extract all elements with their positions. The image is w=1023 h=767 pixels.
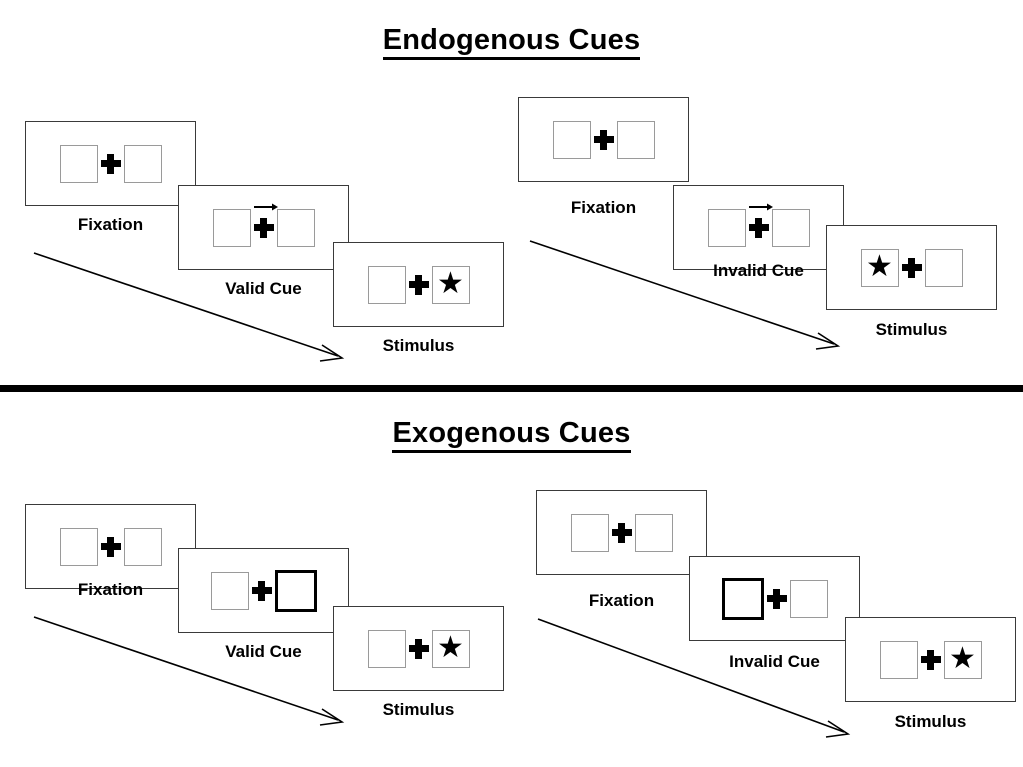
fixation-slot [406,274,432,295]
panel-label-endogenous-valid-cue: Valid Cue [225,279,302,298]
arrow-right-icon [253,203,278,210]
fixation-cross-icon [408,274,429,295]
panel-label-endogenous-invalid-stimulus: Stimulus [875,320,948,339]
fixation-cross-icon [100,536,121,557]
panel-exogenous-invalid-fixation [536,490,707,575]
stim-box-right [789,579,828,618]
panel-label-exogenous-invalid-fixation: Fixation [588,591,655,610]
fixation-slot [918,649,944,670]
stim-box-right: ★ [431,629,470,668]
fixation-slot [609,522,635,543]
fixation-cross-icon [100,153,121,174]
fixation-slot [591,129,617,150]
time-flow-arrow-exogenous-valid [33,616,345,726]
fixation-cross-icon [593,129,614,150]
fixation-slot [764,588,790,609]
panel-label-exogenous-invalid-cue: Invalid Cue [729,652,820,671]
panel-endogenous-valid-stimulus: ★ [333,242,504,327]
panel-endogenous-invalid-cue [673,185,844,270]
target-star-icon: ★ [866,249,893,283]
panel-label-endogenous-invalid-cue: Invalid Cue [713,261,804,280]
panel-exogenous-invalid-stimulus: ★ [845,617,1016,702]
fixation-cross-icon [408,638,429,659]
stim-box-right [123,527,162,566]
fixation-cross-icon [766,588,787,609]
section-title-exogenous: Exogenous Cues [0,417,1023,453]
stim-box-left [212,208,251,247]
section-divider [0,385,1023,392]
fixation-cross-icon [253,217,274,238]
stim-box-right [276,208,315,247]
panel-endogenous-invalid-fixation [518,97,689,182]
panel-endogenous-invalid-stimulus: ★ [826,225,997,310]
panel-exogenous-valid-fixation [25,504,196,589]
fixation-cross-icon [901,257,922,278]
fixation-slot [406,638,432,659]
stim-box-left [367,265,406,304]
fixation-cross-icon [251,580,272,601]
target-star-icon: ★ [949,641,976,675]
fixation-slot [98,536,124,557]
stim-box-right: ★ [943,640,982,679]
panel-label-exogenous-valid-fixation: Fixation [77,580,144,599]
panel-label-endogenous-invalid-fixation: Fixation [570,198,637,217]
stim-box-right [634,513,673,552]
fixation-cross-icon [748,217,769,238]
time-flow-arrow-exogenous-invalid [537,618,851,738]
stim-box-left [210,571,249,610]
fixation-slot [899,257,925,278]
panel-label-endogenous-valid-fixation: Fixation [77,215,144,234]
fixation-cross-icon [611,522,632,543]
stim-box-right [924,248,963,287]
section-title-endogenous: Endogenous Cues [0,24,1023,60]
stim-box-left [707,208,746,247]
target-star-icon: ★ [437,630,464,664]
stim-box-right-cued [274,569,317,612]
panel-endogenous-valid-fixation [25,121,196,206]
section-title-exogenous-text: Exogenous Cues [392,417,631,453]
stim-box-left [367,629,406,668]
stim-box-left [879,640,918,679]
stim-box-left-cued [721,577,764,620]
panel-label-exogenous-valid-cue: Valid Cue [225,642,302,661]
fixation-slot [98,153,124,174]
stim-box-right: ★ [431,265,470,304]
time-flow-arrow-endogenous-invalid [529,240,841,350]
stim-box-left [59,527,98,566]
stim-box-right [616,120,655,159]
stim-box-left [59,144,98,183]
panel-exogenous-invalid-cue [689,556,860,641]
panel-label-exogenous-invalid-stimulus: Stimulus [894,712,967,731]
target-star-icon: ★ [437,266,464,300]
fixation-slot [746,203,773,238]
fixation-slot [251,203,278,238]
stim-box-left [552,120,591,159]
stim-box-left [570,513,609,552]
panel-label-exogenous-valid-stimulus: Stimulus [382,700,455,719]
section-title-endogenous-text: Endogenous Cues [382,24,641,60]
stim-box-right [771,208,810,247]
panel-exogenous-valid-stimulus: ★ [333,606,504,691]
panel-label-endogenous-valid-stimulus: Stimulus [382,336,455,355]
stim-box-left: ★ [860,248,899,287]
arrow-right-icon [748,203,773,210]
panel-endogenous-valid-cue [178,185,349,270]
fixation-slot [249,580,275,601]
panel-exogenous-valid-cue [178,548,349,633]
fixation-cross-icon [920,649,941,670]
time-flow-arrow-endogenous-valid [33,252,345,362]
stim-box-right [123,144,162,183]
